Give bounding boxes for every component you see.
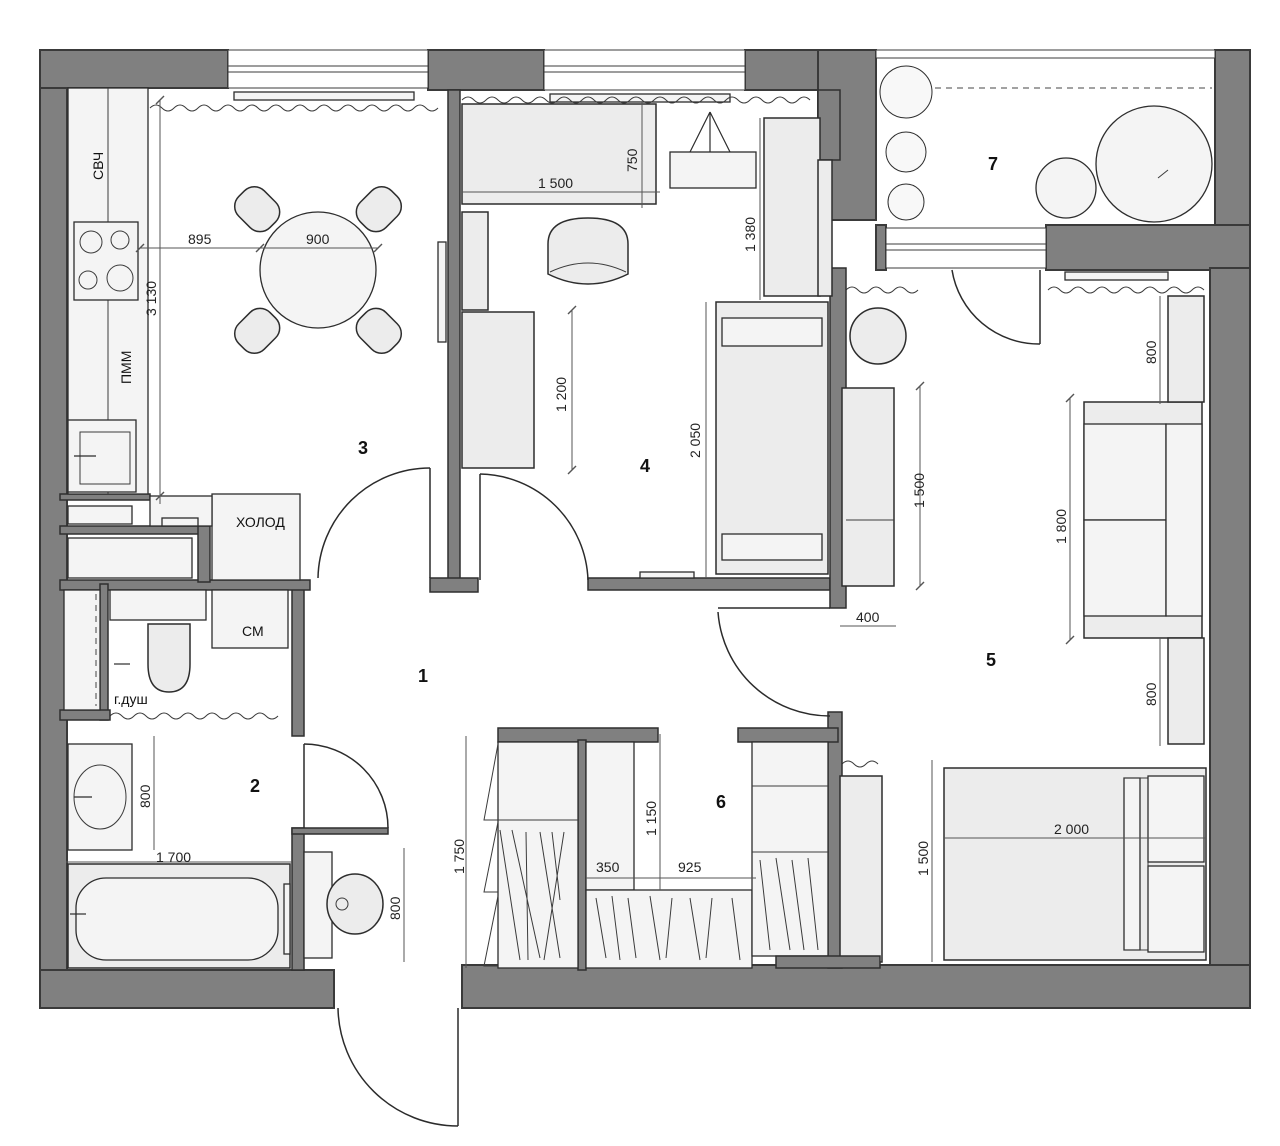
single-bed: [715, 301, 829, 575]
dim-750: 750: [624, 148, 640, 172]
dim-1500-bed: 1 500: [915, 841, 931, 876]
armchair: [547, 217, 629, 285]
desk: [461, 103, 657, 205]
wardrobe-right: [751, 741, 829, 957]
dimension-labels: 895 900 3 130 1 500 750 1 380 1 200 2 05…: [137, 148, 1159, 920]
top-wall-left: [39, 49, 229, 89]
balcony-bottom-right: [1045, 224, 1251, 271]
outer-walls: [39, 49, 1251, 1009]
wardrobe-middle: [585, 741, 635, 891]
dim-800-top: 800: [1143, 340, 1159, 364]
shower-tray: [63, 589, 101, 711]
wc-toilet: [147, 623, 191, 693]
dim-1750: 1 750: [451, 839, 467, 874]
room-number-6: 6: [716, 792, 726, 812]
window-balcony-door: [885, 227, 1047, 269]
inner-walls: [59, 89, 847, 971]
plant-1: [879, 65, 933, 119]
bottom-wall-right: [461, 964, 1251, 1009]
dim-925: 925: [678, 859, 702, 875]
room-number-2: 2: [250, 776, 260, 796]
hygienic-shower-label: г.душ: [114, 691, 148, 707]
balcony-door[interactable]: [951, 269, 1041, 345]
room-number-4: 4: [640, 456, 650, 476]
wall-bathroom-right: [291, 827, 305, 971]
entrance: [337, 1007, 459, 1127]
living-room: [717, 269, 1207, 963]
wall-bedroom-right: [817, 89, 841, 161]
dim-1800: 1 800: [1053, 509, 1069, 544]
dim-800-mid: 800: [1143, 682, 1159, 706]
dim-350: 350: [596, 859, 620, 875]
bottom-wall-left: [39, 969, 335, 1009]
dim-1150: 1 150: [643, 801, 659, 836]
washer-label: СМ: [242, 623, 264, 639]
bathroom-door[interactable]: [303, 743, 389, 829]
washing-machine: [211, 589, 289, 649]
plant-2: [885, 131, 927, 173]
room-number-7: 7: [988, 154, 998, 174]
wall-bedroom-bottom: [587, 577, 831, 591]
room-numbers: 1 2 3 4 5 6 7: [250, 154, 998, 812]
fridge: [211, 493, 301, 581]
dining-table: [233, 185, 403, 355]
dim-800-wc: 800: [387, 896, 403, 920]
fridge-label: ХОЛОД: [236, 514, 285, 530]
living-door[interactable]: [717, 611, 831, 717]
room-number-3: 3: [358, 438, 368, 458]
window-balcony: [875, 49, 1216, 59]
wall-kitchen-bedroom: [447, 89, 461, 581]
dim-1500-tv: 1 500: [911, 473, 927, 508]
dim-900: 900: [306, 231, 330, 247]
dim-895: 895: [188, 231, 212, 247]
dim-800-sink: 800: [137, 784, 153, 808]
wardrobe-bedroom: [763, 117, 821, 297]
bathroom: СМ г.душ: [63, 589, 389, 969]
right-wall: [1209, 267, 1251, 1009]
dim-1200: 1 200: [553, 377, 569, 412]
plant-3: [887, 183, 925, 221]
dim-2000: 2 000: [1054, 821, 1089, 837]
bedroom-4: [461, 103, 833, 581]
window-kitchen: [227, 49, 429, 89]
side-table: [849, 307, 907, 365]
balcony-table-small: [1035, 157, 1097, 219]
balcony-bottom-left: [875, 224, 887, 271]
dishwasher-label: ПММ: [118, 351, 134, 384]
kitchen-door[interactable]: [317, 467, 431, 579]
microwave-label: СВЧ: [90, 152, 106, 180]
top-wall-pier-1: [427, 49, 545, 91]
room-number-5: 5: [986, 650, 996, 670]
balcony-table-large: [1095, 105, 1213, 223]
wc-cistern: [109, 589, 207, 621]
dim-1500-desk: 1 500: [538, 175, 573, 191]
dimension-lines: [66, 95, 1206, 968]
wardrobe-left: [497, 741, 579, 969]
crib: [669, 151, 757, 189]
dim-1380: 1 380: [742, 217, 758, 252]
desk-side: [461, 311, 535, 469]
bedroom-door[interactable]: [479, 473, 589, 581]
entrance-door[interactable]: [337, 1007, 459, 1127]
room-number-1: 1: [418, 666, 428, 686]
dim-3130: 3 130: [143, 281, 159, 316]
kitchen: СВЧ ПММ ХОЛОД: [67, 87, 447, 581]
dim-1700: 1 700: [156, 849, 191, 865]
balcony: [879, 65, 1213, 223]
dim-2050: 2 050: [687, 423, 703, 458]
wall-wc-right: [291, 585, 305, 737]
wardrobe: [483, 741, 881, 969]
dim-400: 400: [856, 609, 880, 625]
tv-stand: [841, 387, 895, 587]
curtains: [109, 96, 1205, 768]
window-bedroom: [543, 49, 746, 91]
